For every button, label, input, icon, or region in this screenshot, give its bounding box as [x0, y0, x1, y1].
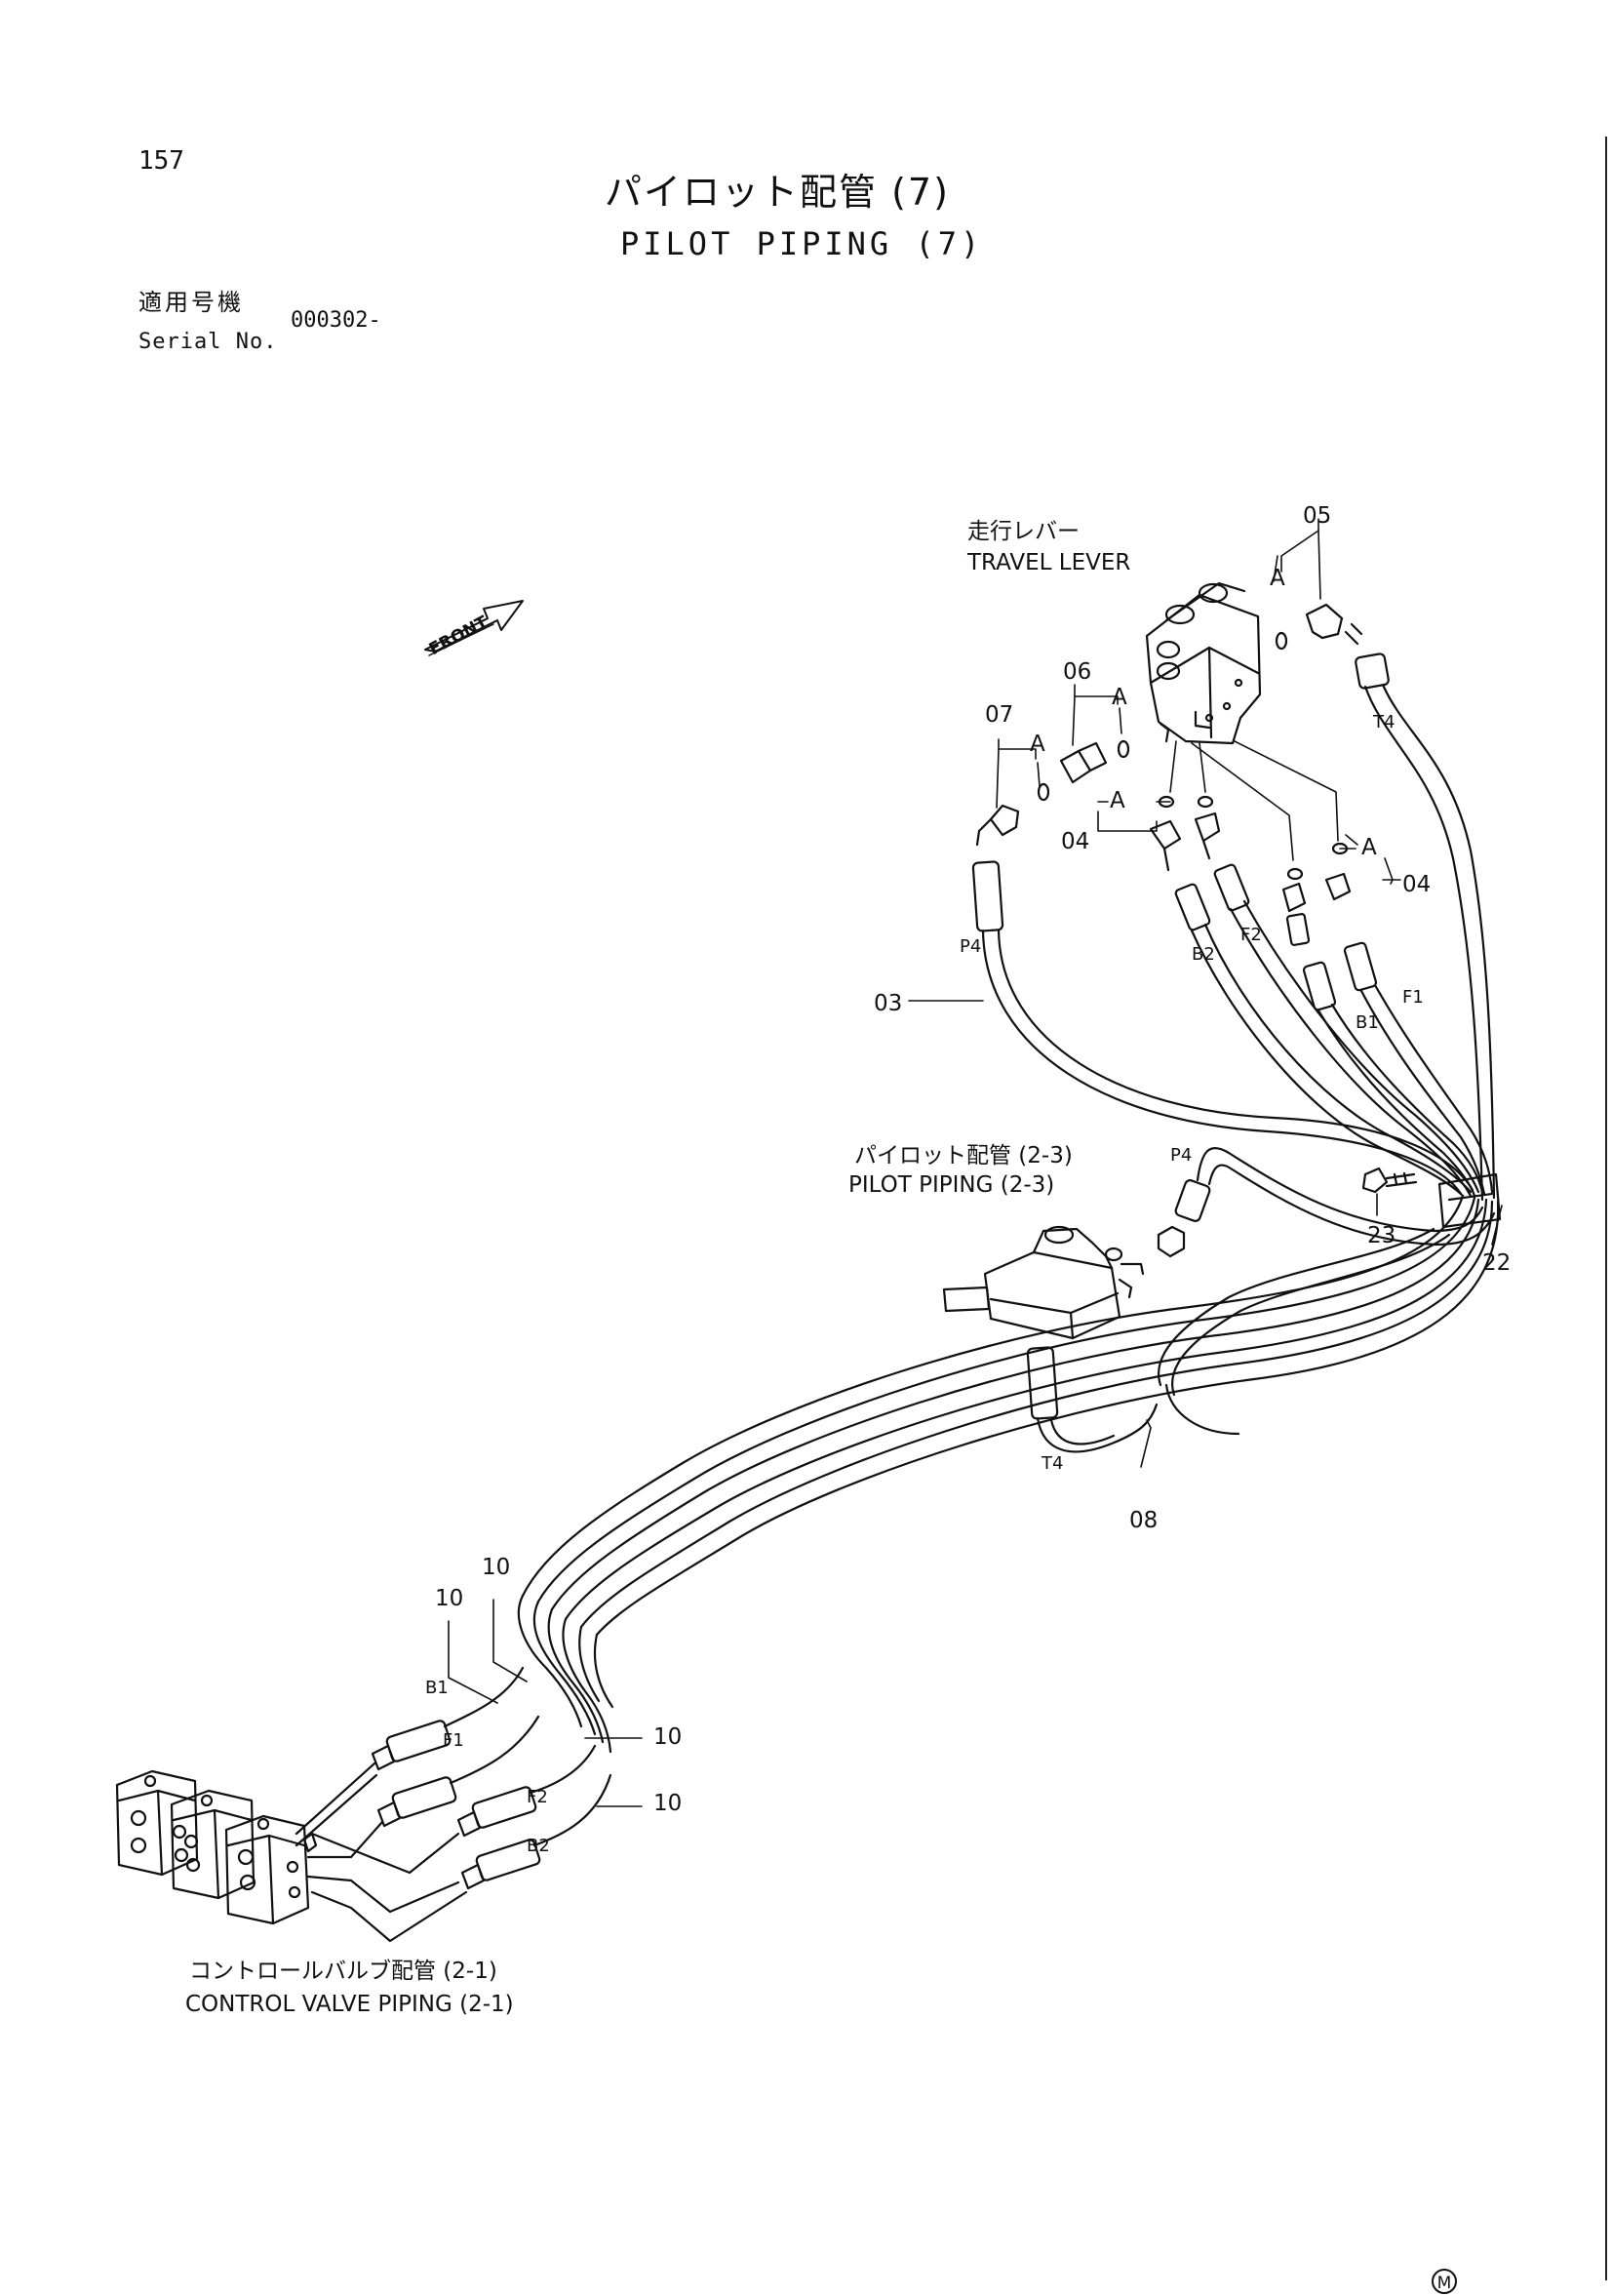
port-label-t4-mid: T4	[1042, 1453, 1064, 1474]
callout-10-c: 10	[653, 1724, 683, 1750]
callout-leaders	[448, 518, 1503, 1807]
control-valve-blocks	[115, 1762, 468, 1943]
callout-05: 05	[1303, 503, 1332, 529]
callout-07: 07	[985, 702, 1014, 728]
callout-08: 08	[1129, 1508, 1159, 1533]
pilot-piping-ref-jp: パイロット配管 (2-3)	[854, 1143, 1073, 1168]
pilot-piping-valve-2-3	[942, 1225, 1145, 1340]
hose-end-fittings-lower	[371, 1666, 612, 1890]
adapter-fitting-06	[1059, 722, 1170, 784]
p4-swivel-fitting	[1157, 1147, 1496, 1258]
footer-mark: M	[1432, 2269, 1457, 2294]
port-label-p4-mid: P4	[1170, 1145, 1193, 1166]
port-label-t4-upper: T4	[1373, 712, 1396, 732]
lower-hoses	[517, 1194, 1500, 1754]
pilot-piping-ref-en: PILOT PIPING (2-3)	[848, 1172, 1055, 1198]
callout-10-d: 10	[653, 1791, 683, 1816]
port-label-b1-upper: B1	[1356, 1012, 1379, 1033]
control-valve-ref-jp: コントロールバルブ配管 (2-1)	[189, 1959, 497, 1984]
front-arrow-icon	[424, 600, 524, 656]
upper-hoses	[981, 683, 1496, 1202]
page-title-en: PILOT PIPING (7)	[620, 225, 984, 262]
callout-22: 22	[1482, 1250, 1512, 1276]
detail-mark-a-04-right: A	[1361, 835, 1377, 860]
serial-value: 000302-	[291, 308, 381, 333]
hose-end-fittings-upper	[971, 860, 1378, 1011]
travel-lever-block	[1145, 581, 1262, 745]
port-label-b1-lower: B1	[425, 1678, 449, 1698]
control-valve-ref-en: CONTROL VALVE PIPING (2-1)	[185, 1992, 514, 2017]
detail-mark-a-05: A	[1270, 566, 1285, 591]
port-label-f2-upper: F2	[1240, 925, 1262, 945]
serial-label-jp: 適用号機	[138, 289, 244, 316]
callout-04-left: 04	[1061, 829, 1090, 854]
callout-23: 23	[1367, 1223, 1396, 1248]
port-label-f1-upper: F1	[1402, 987, 1424, 1008]
serial-label-en: Serial No.	[138, 330, 278, 354]
travel-lever-label-jp: 走行レバー	[967, 519, 1080, 544]
elbow-fitting-05	[1275, 603, 1390, 690]
port-label-f2-lower: F2	[527, 1787, 548, 1807]
detail-mark-a-04-left: A	[1110, 788, 1125, 813]
page-number: 157	[138, 146, 184, 176]
tee-fitting-04	[1149, 795, 1352, 913]
callout-04-right: 04	[1402, 872, 1432, 897]
detail-mark-a-07: A	[1030, 732, 1045, 757]
callout-03: 03	[874, 991, 903, 1016]
port-label-f1-lower: F1	[443, 1730, 464, 1751]
port-label-b2-lower: B2	[527, 1836, 550, 1856]
port-label-p4-upper: P4	[960, 936, 982, 957]
detail-mark-a-06: A	[1112, 685, 1127, 710]
callout-10-b: 10	[435, 1586, 464, 1611]
callout-10-a: 10	[482, 1555, 511, 1580]
bolt-23	[1361, 1167, 1418, 1194]
detail-brackets	[1037, 555, 1358, 846]
page-border-line	[1605, 137, 1607, 2280]
elbow-fitting-07	[975, 782, 1050, 847]
page-title-jp: パイロット配管 (7)	[605, 171, 950, 214]
travel-lever-label-en: TRAVEL LEVER	[967, 550, 1131, 575]
callout-06: 06	[1063, 659, 1092, 685]
port-label-b2-upper: B2	[1192, 944, 1215, 965]
hose-clamp-22	[1437, 1172, 1502, 1229]
